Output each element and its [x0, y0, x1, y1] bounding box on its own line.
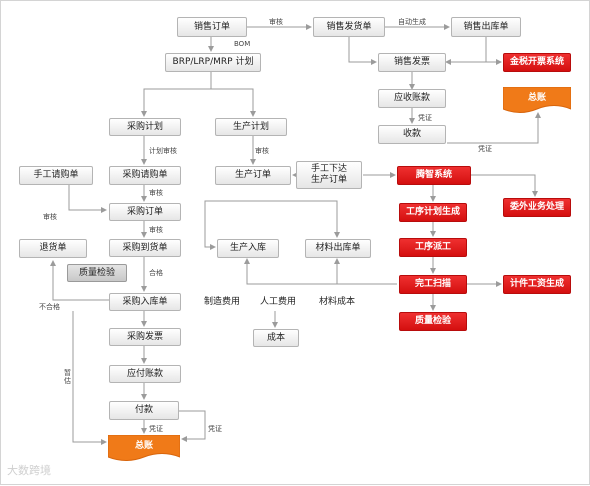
quality-check-left-node: 质量检验 [67, 264, 127, 282]
sales-order-node: 销售订单 [177, 17, 247, 37]
outsourcing-node: 委外业务处理 [503, 198, 571, 217]
edge-label-voucher-right: 凭证 [208, 425, 222, 433]
purchase-invoice-node: 采购发票 [109, 328, 181, 346]
return-note-node: 退货单 [19, 239, 87, 258]
ledger-bottom-label: 总账 [134, 440, 153, 451]
purchase-request-node: 采购请购单 [109, 166, 181, 185]
collection-node: 收款 [378, 125, 446, 144]
purchase-inbound-node: 采购入库单 [109, 293, 181, 311]
ledger-bottom-node: 总账 [108, 435, 180, 463]
edge-label-voucher-invoice: 凭证 [418, 114, 432, 122]
sales-invoice-node: 销售发票 [378, 53, 446, 72]
document-shape-icon [503, 87, 571, 113]
document-shape-icon [108, 435, 180, 461]
edge-label-review-top: 审核 [269, 18, 283, 26]
edge-label-review-order: 审核 [149, 226, 163, 234]
production-inbound-node: 生产入库 [217, 239, 279, 258]
edge-label-review-request: 审核 [149, 189, 163, 197]
piece-wage-node: 计件工资生成 [503, 275, 571, 294]
material-outbound-node: 材料出库单 [305, 239, 371, 258]
edge-label-unqualified: 不合格 [39, 303, 60, 311]
cost-node: 成本 [253, 329, 299, 347]
manufacturing-cost-node: 制造费用 [203, 296, 240, 307]
edge-label-auto-generate: 自动生成 [398, 18, 426, 26]
sales-outbound-node: 销售出库单 [451, 17, 521, 37]
ledger-right-label: 总账 [527, 92, 546, 103]
manual-request-node: 手工请购单 [19, 166, 93, 185]
payable-node: 应付账款 [109, 365, 181, 383]
purchase-plan-node: 采购计划 [109, 118, 181, 136]
sales-delivery-node: 销售发货单 [313, 17, 385, 37]
payment-node: 付款 [109, 401, 179, 420]
process-dispatch-node: 工序派工 [399, 238, 467, 257]
edge-label-plan-review: 计划审核 [149, 147, 177, 155]
edge-label-estimate: 暂估 [64, 369, 71, 385]
tax-system-node: 金税开票系统 [503, 53, 571, 72]
production-plan-node: 生产计划 [215, 118, 287, 136]
material-cost-node: 材料成本 [318, 296, 355, 307]
ledger-right-node: 总账 [503, 87, 571, 115]
edge-label-voucher-payment: 凭证 [149, 425, 163, 433]
edge-label-review-manual: 审核 [43, 213, 57, 221]
tengzhi-system-node: 腾智系统 [397, 166, 471, 185]
brp-plan-node: BRP/LRP/MRP 计划 [165, 53, 261, 72]
quality-check-right-node: 质量检验 [399, 312, 467, 331]
completion-scan-node: 完工扫描 [399, 275, 467, 294]
receivable-node: 应收账款 [378, 89, 446, 108]
production-order-node: 生产订单 [215, 166, 291, 185]
purchase-order-node: 采购订单 [109, 203, 181, 221]
edge-label-review-production: 审核 [255, 147, 269, 155]
labor-cost-node: 人工费用 [259, 296, 296, 307]
edge-label-qualified: 合格 [149, 269, 163, 277]
edge-label-bom: BOM [234, 40, 251, 48]
edge-label-voucher-collection: 凭证 [478, 145, 492, 153]
process-plan-node: 工序计划生成 [399, 203, 467, 222]
watermark-text: 大数跨境 [7, 464, 51, 477]
manual-production-order-node: 手工下达 生产订单 [296, 161, 362, 189]
purchase-arrival-node: 采购到货单 [109, 239, 181, 257]
